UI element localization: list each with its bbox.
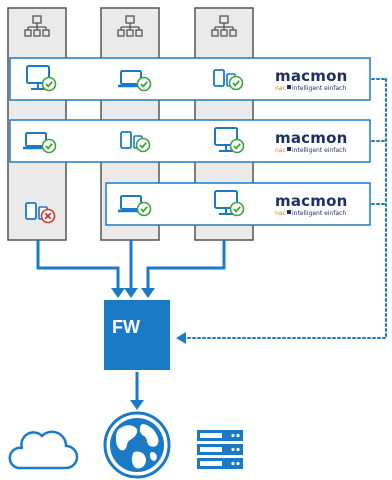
brand-tagline: nac: [275, 210, 286, 217]
allowed-badge-icon: [41, 76, 57, 92]
server-rack-icon: [197, 430, 243, 469]
mobile-tablet-icon: [25, 202, 56, 224]
brand-name: macmon: [275, 129, 347, 147]
laptop-icon: [23, 132, 57, 154]
allowed-badge-icon: [228, 75, 244, 91]
uplink-arrow-1: [36, 240, 120, 290]
internet-arrowhead: [130, 400, 144, 410]
brand-tagline-rest: intelligent einfach: [292, 85, 346, 92]
segment-row-3: [105, 182, 371, 226]
network-switch-icon: [117, 15, 143, 37]
allowed-badge-icon: [41, 138, 57, 154]
uplink-arrows: [36, 240, 226, 290]
devices: [23, 65, 245, 224]
switch-icons: [24, 15, 237, 37]
segment-row-2: [9, 119, 371, 163]
brand-tagline-rest: intelligent einfach: [292, 210, 346, 217]
allowed-badge-icon: [136, 76, 152, 92]
policy-connectors: [185, 78, 387, 339]
desktop-icon: [214, 127, 245, 154]
uplink-arrowheads: [111, 288, 155, 298]
connector-arrowhead: [176, 332, 186, 344]
firewall: FW: [104, 300, 170, 370]
uplink-arrow-3: [146, 240, 226, 290]
connector-vertical: [185, 78, 387, 339]
brand-tagline: nac: [275, 147, 286, 154]
laptop-icon: [118, 195, 152, 217]
denied-badge-icon: [40, 208, 56, 224]
allowed-badge-icon: [229, 201, 245, 217]
allowed-badge-icon: [135, 137, 151, 153]
brand-tagline-rest: intelligent einfach: [292, 147, 346, 154]
desktop-icon: [214, 190, 245, 217]
globe-icon: [103, 411, 171, 479]
network-switch-icon: [24, 15, 50, 37]
firewall-label: FW: [112, 317, 140, 337]
mobile-tablet-icon: [213, 69, 244, 91]
cloud-icon: [8, 430, 79, 470]
segment-row-1: [9, 57, 371, 101]
brand-name: macmon: [275, 192, 347, 210]
mobile-tablet-icon: [120, 131, 151, 153]
network-segments: [9, 57, 371, 226]
network-switch-icon: [211, 15, 237, 37]
desktop-icon: [26, 65, 57, 92]
brand-name: macmon: [275, 67, 347, 85]
firewall-box: [104, 300, 170, 370]
allowed-badge-icon: [136, 201, 152, 217]
brand-tagline: nac: [275, 85, 286, 92]
laptop-icon: [118, 70, 152, 92]
allowed-badge-icon: [229, 138, 245, 154]
